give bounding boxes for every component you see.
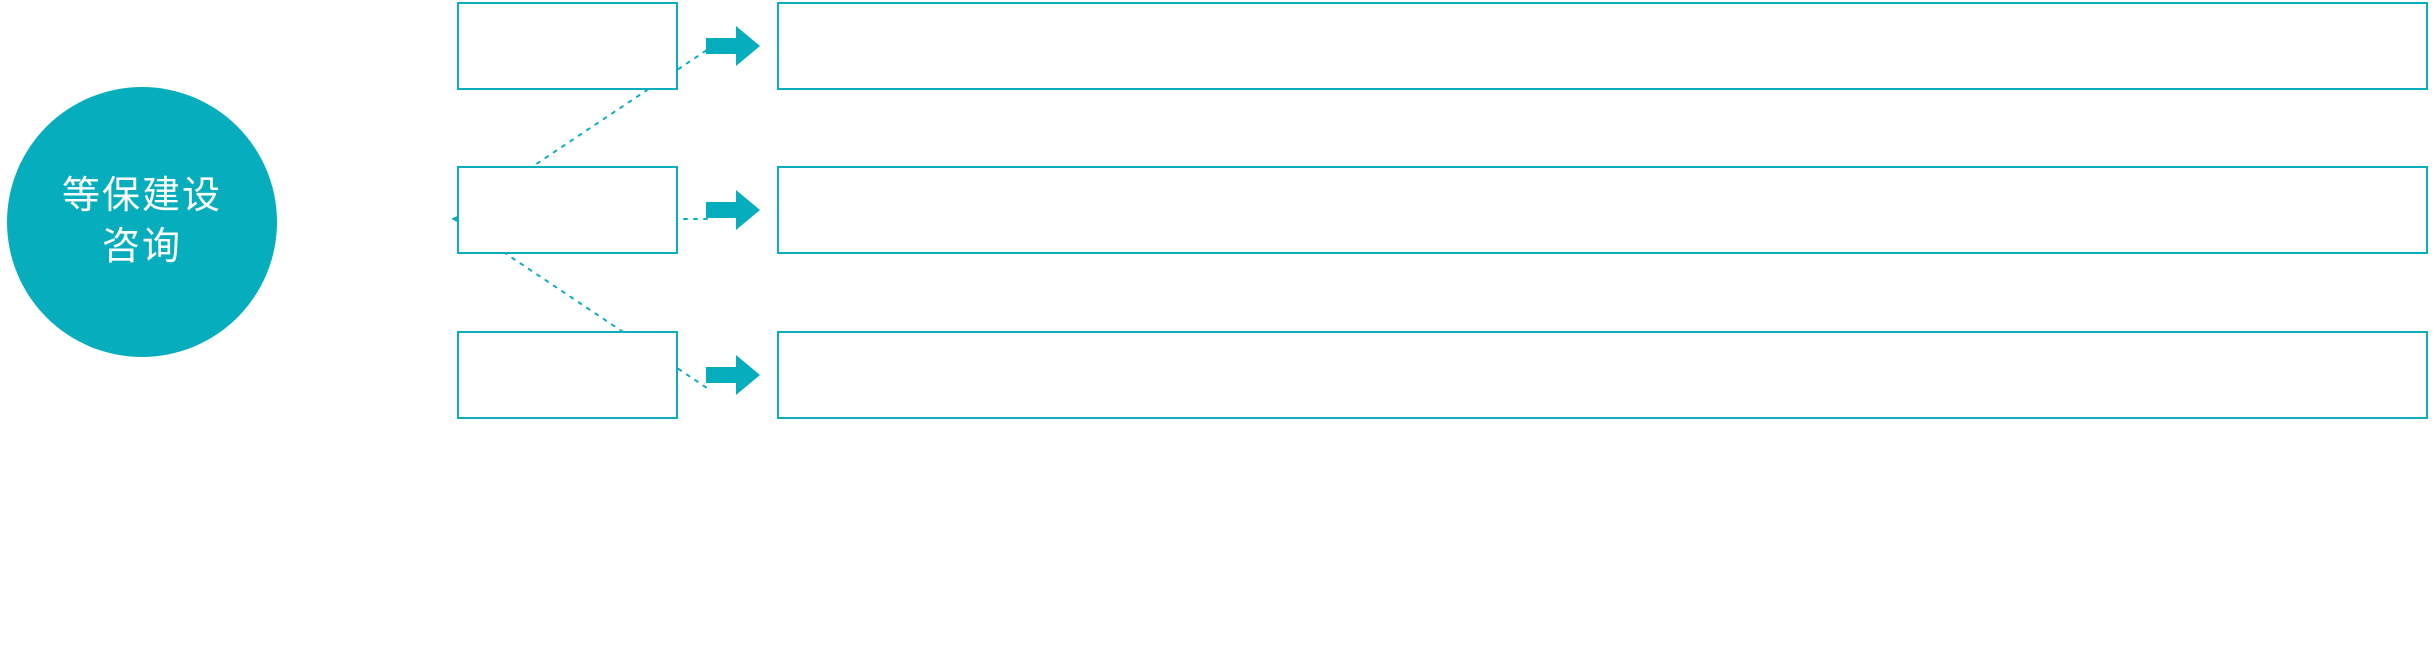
hub-node[interactable]: 等保建设 咨询 (7, 87, 277, 357)
process-row-2 (0, 166, 2434, 258)
hub-label-line-1: 等保建设 (61, 174, 222, 217)
stage-box-small-row-3[interactable] (457, 331, 678, 419)
process-row-1 (0, 2, 2434, 94)
stage-box-large-row-1[interactable] (777, 2, 2428, 90)
process-row-3 (0, 331, 2434, 423)
stage-box-large-label-row-2 (779, 168, 2426, 188)
stage-box-large-label-row-1 (779, 4, 2426, 24)
hub-label-line-2: 咨询 (101, 226, 182, 268)
stage-box-small-row-1[interactable] (457, 2, 678, 90)
stage-box-large-row-3[interactable] (777, 331, 2428, 419)
stage-box-large-row-2[interactable] (777, 166, 2428, 254)
stage-box-large-label-row-3 (779, 333, 2426, 353)
stage-box-small-label-row-3 (459, 333, 676, 353)
stage-box-small-label-row-2 (459, 168, 676, 188)
right-arrow-icon (706, 190, 760, 230)
stage-box-small-row-2[interactable] (457, 166, 678, 254)
right-arrow-icon (706, 26, 760, 66)
right-arrow-icon (706, 355, 760, 395)
stage-box-small-label-row-1 (459, 4, 676, 24)
